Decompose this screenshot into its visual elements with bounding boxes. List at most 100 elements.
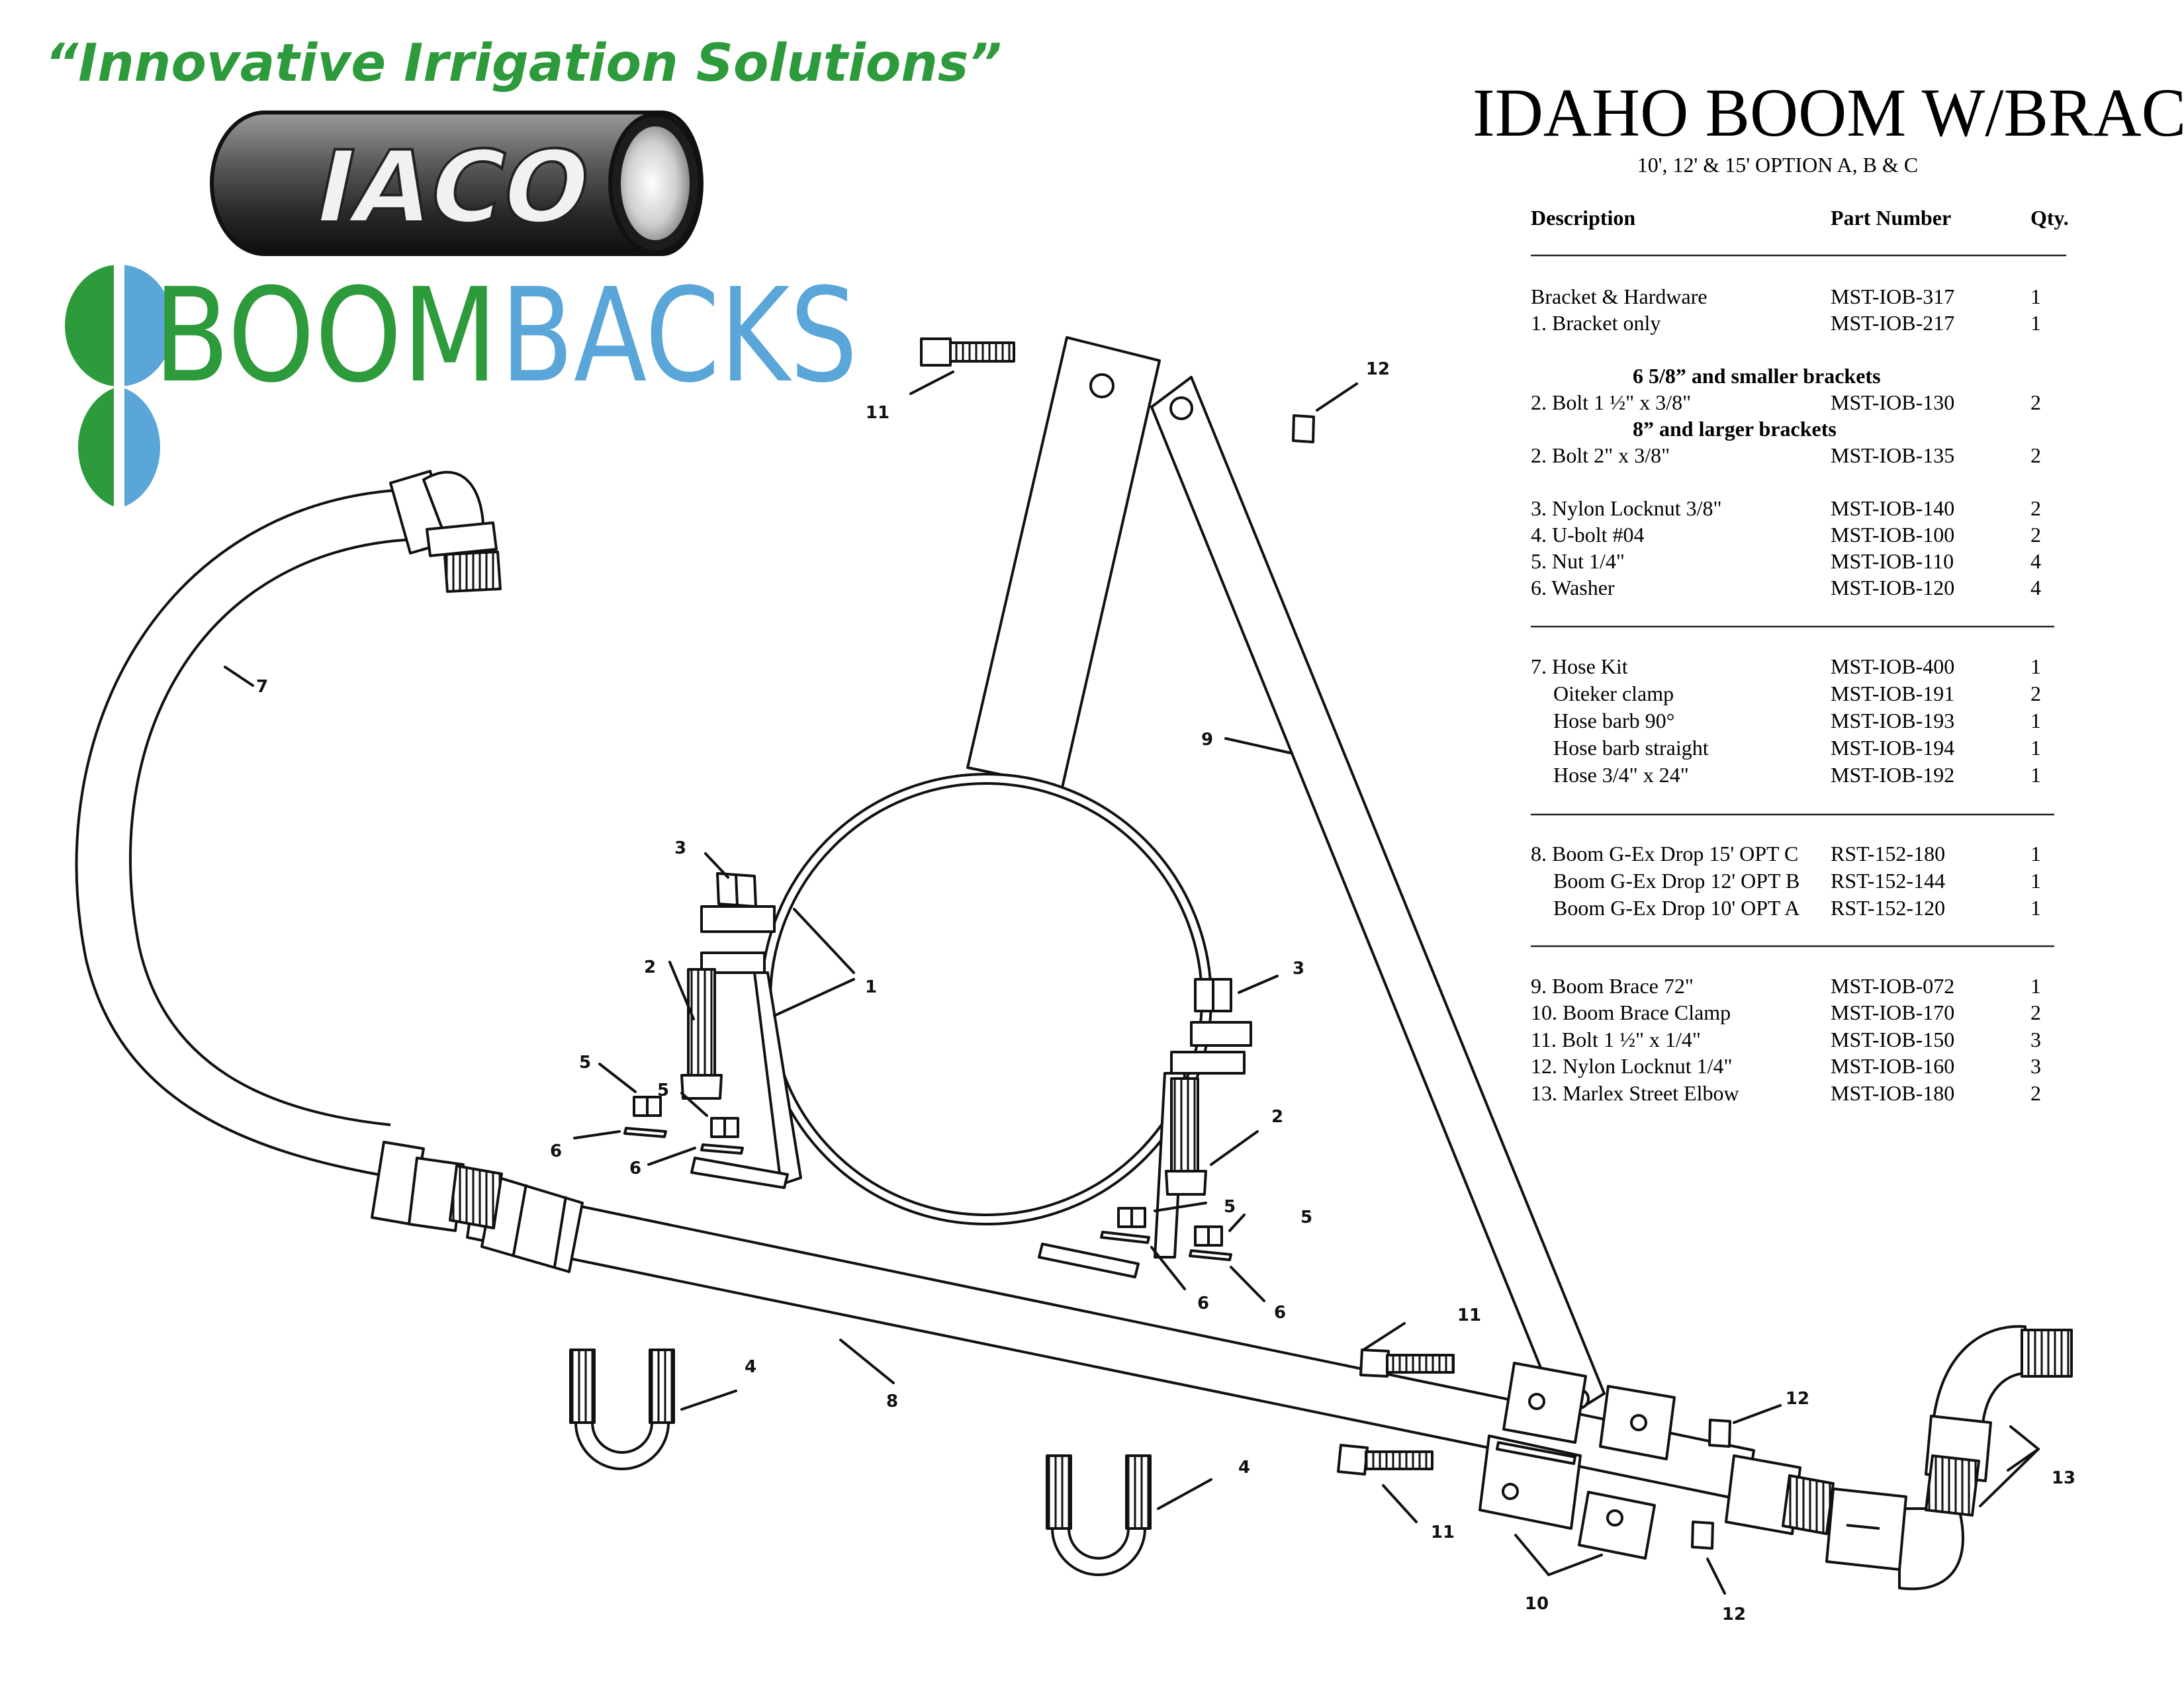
nut-3 — [1117, 1207, 1146, 1228]
callout-4: 4 — [1238, 1458, 1250, 1478]
table-cell-qty: 1 — [2030, 869, 2041, 893]
locknut-small-mid — [1708, 1419, 1731, 1448]
iaco-tube-logo: IACO — [210, 111, 704, 256]
table-cell-part-number: MST-IOB-191 — [1831, 682, 1954, 705]
table-cell-part-number: MST-IOB-170 — [1831, 1000, 1954, 1024]
table-cell-qty: 3 — [2030, 1054, 2041, 1078]
callout-5: 5 — [579, 1053, 591, 1073]
bracket-arm — [966, 336, 1161, 789]
street-elbow-bottom — [1825, 1454, 1980, 1591]
table-cell-part-number: MST-IOB-192 — [1831, 763, 1954, 787]
table-cell-description: 2. Bolt 1 ½" x 3/8" — [1531, 390, 1691, 414]
table-cell-qty: 2 — [2030, 682, 2041, 705]
table-cell-description: 11. Bolt 1 ½" x 1/4" — [1531, 1028, 1701, 1051]
table-cell-description: Oiteker clamp — [1553, 682, 1674, 705]
bracket-bolt-left — [680, 968, 723, 1100]
table-cell-qty: 1 — [2030, 736, 2041, 760]
callout-11: 11 — [866, 403, 889, 423]
callout-13: 13 — [2052, 1468, 2075, 1488]
callout-6: 6 — [550, 1141, 562, 1161]
table-cell-qty: 1 — [2030, 974, 2041, 998]
callout-9: 9 — [1201, 730, 1213, 750]
washer-1 — [623, 1127, 667, 1138]
locknut-small-top — [1292, 414, 1315, 443]
table-cell-part-number: MST-IOB-072 — [1831, 974, 1954, 998]
brace-clamp — [1479, 1362, 1676, 1560]
table-cell-description: 12. Nylon Locknut 1/4" — [1531, 1054, 1733, 1078]
leader-lines — [224, 371, 2040, 1595]
table-cell-part-number: MST-IOB-150 — [1831, 1028, 1954, 1051]
callout-5: 5 — [657, 1081, 669, 1100]
washer-2 — [700, 1143, 744, 1155]
hose-barb-90 — [389, 470, 502, 593]
callout-6: 6 — [1274, 1303, 1286, 1323]
callout-12: 12 — [1786, 1389, 1809, 1409]
company-logos: “Innovative Irrigation Solutions” IACO B… — [45, 34, 1002, 513]
callout-5: 5 — [1224, 1197, 1236, 1217]
table-cell-description: 7. Hose Kit — [1531, 654, 1628, 678]
table-cell-description: Boom G-Ex Drop 10' OPT A — [1553, 896, 1799, 920]
table-cell-qty: 3 — [2030, 1028, 2041, 1051]
nut-2 — [710, 1117, 739, 1138]
header-description: Description — [1531, 206, 1635, 230]
table-cell-part-number: MST-IOB-400 — [1831, 654, 1954, 678]
hose — [75, 488, 416, 1179]
brace-bolt-top — [920, 337, 1015, 367]
callout-10: 10 — [1525, 1594, 1549, 1614]
callout-7: 7 — [256, 677, 268, 697]
table-cell-part-number: MST-IOB-100 — [1831, 523, 1954, 547]
callout-numbers: 1 2 2 3 3 4 4 5 5 5 5 6 6 6 6 7 8 9 10 1… — [256, 359, 2075, 1624]
table-cell-part-number: MST-IOB-110 — [1831, 549, 1954, 573]
u-bolt-right — [1046, 1454, 1152, 1576]
table-cell-qty: 1 — [2030, 763, 2041, 787]
callout-1: 1 — [865, 977, 877, 997]
table-cell-qty: 1 — [2030, 842, 2041, 865]
table-group-note: 6 5/8” and smaller brackets — [1633, 364, 1881, 388]
boombacks-logo: BOOM BACKS — [65, 261, 858, 513]
table-cell-qty: 2 — [2030, 390, 2041, 414]
table-cell-part-number: MST-IOB-140 — [1831, 496, 1954, 520]
callout-2: 2 — [644, 957, 656, 977]
callout-2: 2 — [1271, 1107, 1283, 1127]
table-cell-qty: 2 — [2030, 523, 2041, 547]
callout-11: 11 — [1457, 1306, 1481, 1325]
table-cell-qty: 2 — [2030, 1081, 2041, 1105]
washer-3 — [1100, 1231, 1150, 1244]
callout-6: 6 — [1197, 1294, 1209, 1313]
brace-bolt-lower — [1337, 1444, 1433, 1476]
table-cell-part-number: MST-IOB-120 — [1831, 576, 1954, 599]
nut-1 — [633, 1096, 662, 1117]
callout-5: 5 — [1300, 1208, 1312, 1227]
callout-11: 11 — [1431, 1523, 1455, 1542]
table-cell-part-number: RST-152-180 — [1831, 842, 1945, 865]
backs-text: BACKS — [500, 261, 858, 412]
table-cell-qty: 2 — [2030, 443, 2041, 467]
table-cell-description: Hose 3/4" x 24" — [1553, 763, 1689, 787]
locknut-right — [1194, 978, 1232, 1012]
table-cell-description: 3. Nylon Locknut 3/8" — [1531, 496, 1722, 520]
table-cell-part-number: MST-IOB-160 — [1831, 1054, 1954, 1078]
table-cell-part-number: MST-IOB-130 — [1831, 390, 1954, 414]
table-cell-part-number: MST-IOB-194 — [1831, 736, 1954, 760]
nut-4 — [1194, 1225, 1223, 1247]
table-group-note: 8” and larger brackets — [1633, 417, 1837, 441]
table-cell-description: 2. Bolt 2" x 3/8" — [1531, 443, 1670, 467]
table-cell-qty: 1 — [2030, 709, 2041, 732]
boom-end-fitting — [1725, 1454, 1835, 1535]
callout-4: 4 — [745, 1357, 756, 1377]
boom-text: BOOM — [154, 261, 498, 412]
table-cell-description: Hose barb straight — [1553, 736, 1709, 760]
table-cell-description: 10. Boom Brace Clamp — [1531, 1000, 1731, 1024]
table-cell-description: 8. Boom G-Ex Drop 15' OPT C — [1531, 842, 1798, 865]
table-cell-qty: 1 — [2030, 311, 2041, 335]
callout-6: 6 — [629, 1159, 641, 1178]
table-cell-qty: 2 — [2030, 1000, 2041, 1024]
table-cell-qty: 1 — [2030, 285, 2041, 308]
table-cell-part-number: RST-152-120 — [1831, 896, 1945, 920]
table-cell-part-number: MST-IOB-135 — [1831, 443, 1954, 467]
table-cell-description: Hose barb 90° — [1553, 709, 1674, 732]
bracket-ring — [690, 773, 1252, 1278]
table-cell-qty: 2 — [2030, 496, 2041, 520]
